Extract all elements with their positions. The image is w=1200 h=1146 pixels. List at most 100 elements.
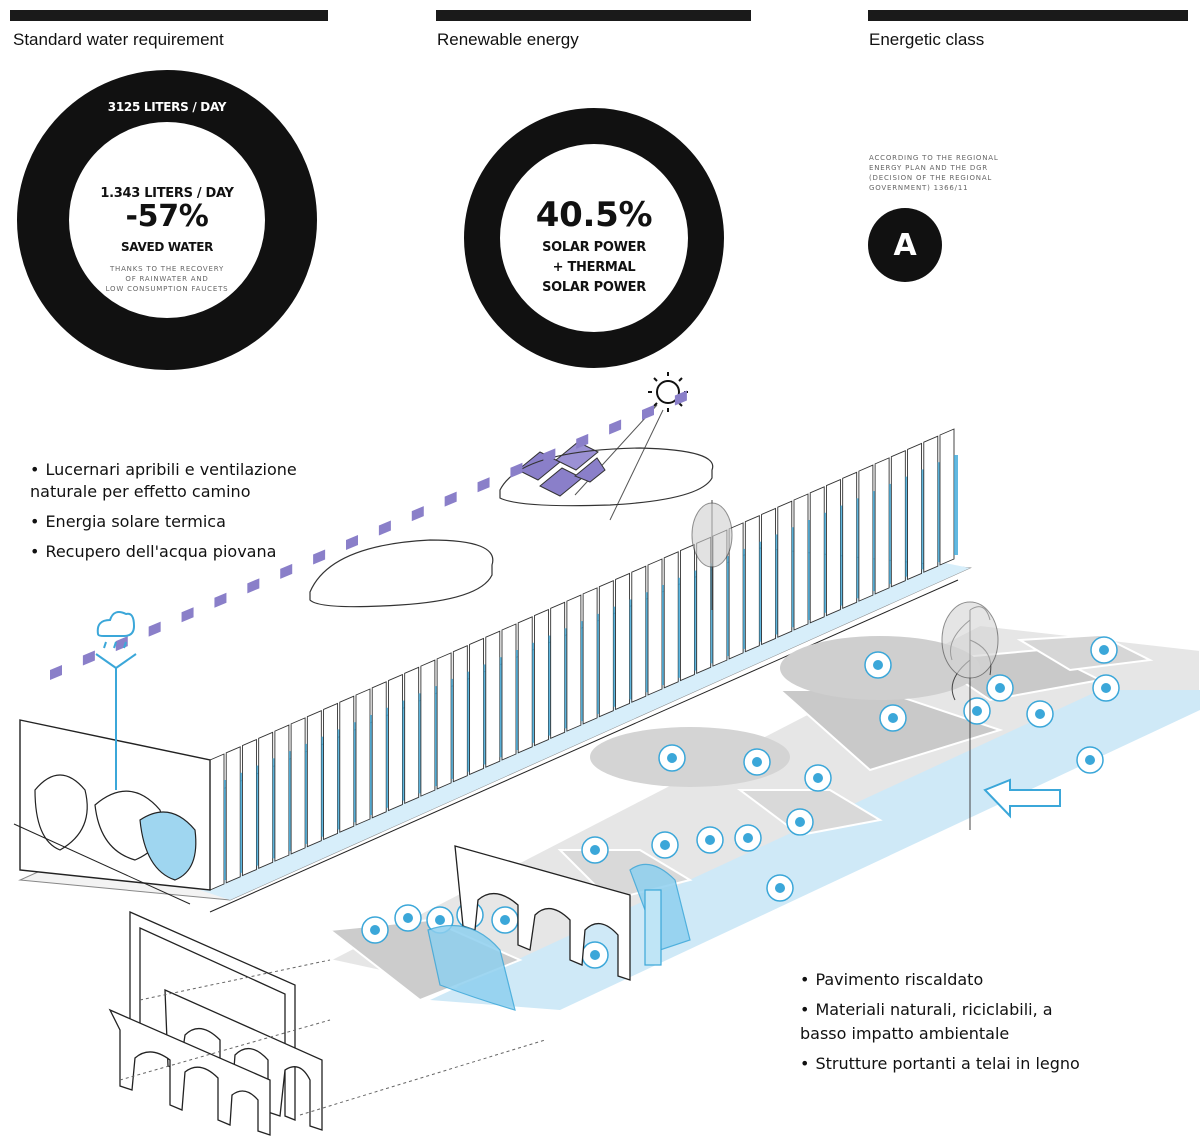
energy-header-bar [436,10,751,21]
floor-icon-glyph [370,925,380,935]
class-header-bar [868,10,1188,21]
roof-solar-strip [346,535,358,550]
feature-top-item-1a: •Lucernari apribili e ventilazione [30,460,297,479]
floor-icon-glyph [1035,709,1045,719]
building-glass [516,650,520,750]
floor-icon-glyph [873,660,883,670]
energy-ring [464,108,724,368]
building-glass [775,534,780,635]
energy-percent: 40.5% [535,195,653,235]
solar-panels-icon [517,441,606,497]
water-heading: Standard water requirement [13,30,224,49]
roof-oval-front [309,539,494,608]
building-rib [339,695,355,833]
floor-icon-glyph [660,840,670,850]
building-glass [499,657,504,758]
building-rib [290,717,306,855]
building-glass [224,780,228,880]
floor-icon-circle [1076,746,1104,774]
building-rib [420,659,436,797]
sun-icon [648,372,688,412]
building-rib [485,630,501,768]
entrance-arrow-icon [983,778,1061,819]
floor-icon-circle [651,831,679,859]
building-rib [712,529,728,667]
building-glass [483,664,488,765]
building-glass [759,541,764,642]
building-glass [791,527,796,628]
building-glass [645,592,650,693]
building-glass [288,751,293,852]
floor-icon-circle [394,904,422,932]
building-glass [370,715,374,815]
building-glass [305,743,310,844]
feature-bottom-item-2b: basso impatto ambientale [800,1024,1010,1043]
building-glass [418,693,423,794]
floor-icon-glyph [743,833,753,843]
building-glass [743,548,748,649]
building-glass [272,758,277,859]
building-glass [337,729,342,830]
roof-solar-strip [642,405,654,420]
floor-icon-glyph [435,915,445,925]
roof-solar-strip [50,665,62,680]
building-glass [937,462,942,563]
building-rib [404,666,420,805]
floor-icon-circle [864,651,892,679]
floor-icon-glyph [403,913,413,923]
floor-icon-glyph [667,753,677,763]
feature-bottom-item-1: •Pavimento riscaldato [800,970,984,989]
building-glass [889,483,894,584]
class-note-3: (DECISION OF THE REGIONAL [869,174,993,182]
building-rib [533,608,549,747]
building-rib [582,587,598,725]
building-rib [598,579,614,718]
energy-line-1: SOLAR POWER [542,240,646,255]
floor-icon-glyph [752,757,762,767]
building-glass [905,476,910,577]
floor-icon-circle [766,874,794,902]
building-glass [662,585,666,685]
features-bottom-list: •Pavimento riscaldato •Materiali natural… [800,965,1080,1079]
building-rib [323,702,339,841]
building-glass [597,613,602,714]
floor-icon-glyph [590,845,600,855]
building-glass [613,606,618,707]
building-rib [452,644,468,783]
feature-top-item-2: •Energia solare termica [30,512,226,531]
roof-solar-strip [609,419,622,435]
roof-solar-strip [576,433,589,449]
class-heading: Energetic class [869,30,985,49]
building-rib [907,442,923,581]
building-rib [842,471,858,610]
energy-line-2: + THERMAL [552,260,636,275]
building-rib [679,543,695,682]
floor-icon-circle [696,826,724,854]
building-glass [694,570,699,671]
tree-icon-2 [691,500,733,610]
roof-solar-strip [411,506,424,522]
floor-icon-circle [743,748,771,776]
glass-elements [427,863,691,1011]
building-rib [696,536,712,675]
water-note-1: THANKS TO THE RECOVERY [109,265,225,273]
energy-heading: Renewable energy [437,30,579,49]
building-rib [809,486,825,624]
floor-icon-glyph [775,883,785,893]
floor-icon-circle [986,674,1014,702]
water-total-label: 3125 LITERS / DAY [107,100,227,114]
building-rib [663,551,679,689]
building-glass [824,512,829,613]
rain-cloud-icon [95,611,137,790]
floor-icon-circle [491,906,519,934]
features-top-list: •Lucernari apribili e ventilazione natur… [30,455,297,567]
roof-solar-strip [214,592,227,608]
building-glass [872,491,877,592]
building-glass [840,505,845,606]
building-rib [923,435,939,573]
building-glass [629,599,634,700]
water-header-bar [10,10,328,21]
building-rib [355,688,371,826]
roof-solar-strip [148,621,161,637]
roof-oval-back [499,447,714,507]
